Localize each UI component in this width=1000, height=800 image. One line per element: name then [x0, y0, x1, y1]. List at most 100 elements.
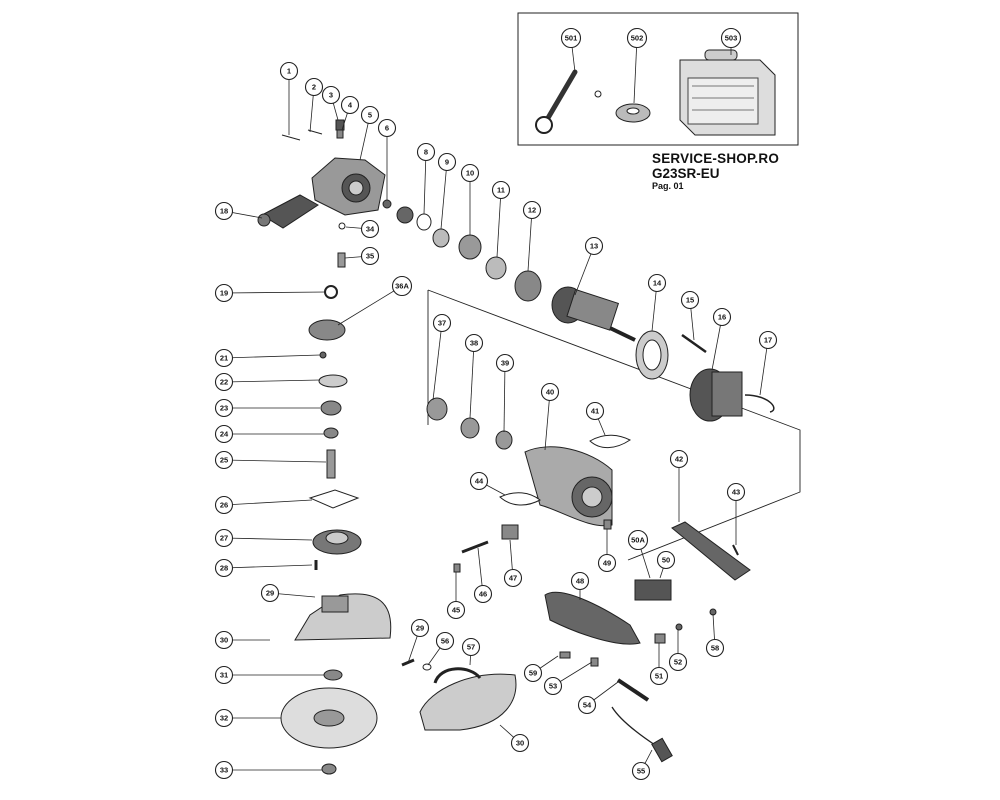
- callout-circle: [647, 273, 667, 293]
- callout-label: 503: [725, 34, 738, 43]
- gear-cover: [312, 529, 362, 555]
- callout-circle: [597, 553, 617, 573]
- callout-c39: 39: [495, 353, 515, 373]
- callout-circle: [214, 201, 234, 221]
- callout-circle: [410, 618, 430, 638]
- callout-c31: 31: [214, 665, 234, 685]
- callout-c47: 47: [503, 568, 523, 588]
- armature: [551, 286, 636, 342]
- callout-circle: [631, 761, 651, 781]
- callout-label: 11: [497, 186, 505, 195]
- callout-c50A: 50A: [627, 529, 649, 551]
- callout-c3: 3: [321, 85, 341, 105]
- callout-circle: [377, 118, 397, 138]
- model-code: G23SR-EU: [652, 165, 720, 181]
- callout-label: 45: [452, 606, 460, 615]
- callout-c22: 22: [214, 372, 234, 392]
- callout-c51: 51: [649, 666, 669, 686]
- callout-c32: 32: [214, 708, 234, 728]
- callout-circle: [464, 333, 484, 353]
- callout-label: 46: [479, 590, 487, 599]
- callout-label: 25: [220, 456, 228, 465]
- callout-c42: 42: [669, 449, 689, 469]
- callout-circle: [543, 676, 563, 696]
- diagram-header: SERVICE-SHOP.RO G23SR-EU Pag. 01: [652, 152, 779, 191]
- callout-label: 34: [366, 225, 375, 234]
- callout-label: 57: [467, 643, 475, 652]
- callout-c35: 35: [360, 246, 380, 266]
- callout-c53: 53: [543, 676, 563, 696]
- callout-c24: 24: [214, 424, 234, 444]
- callout-circle: [460, 163, 480, 183]
- leader-line-c502: [633, 37, 638, 104]
- callout-label: 15: [686, 296, 694, 305]
- wheel-guard-alt: [419, 667, 517, 731]
- callout-c34: 34: [360, 219, 380, 239]
- callout-c5: 5: [360, 105, 380, 125]
- callout-circle: [523, 663, 543, 683]
- callout-c11: 11: [491, 180, 511, 200]
- callout-c503: 503: [720, 27, 742, 49]
- callout-circle: [522, 200, 542, 220]
- callout-circle: [360, 219, 380, 239]
- callout-c26: 26: [214, 495, 234, 515]
- callout-circle: [503, 568, 523, 588]
- callout-c19: 19: [214, 283, 234, 303]
- leader-line-c39: [503, 362, 506, 433]
- callout-circle: [321, 85, 341, 105]
- leader-line-c37: [432, 322, 443, 401]
- callout-label: 28: [220, 564, 228, 573]
- callout-label: 24: [220, 430, 229, 439]
- callout-label: 6: [385, 124, 389, 133]
- callout-label: 9: [445, 158, 449, 167]
- callout-circle: [712, 307, 732, 327]
- callout-label: 43: [732, 488, 740, 497]
- callout-circle: [510, 733, 530, 753]
- spanner-wrench: [535, 69, 602, 134]
- callout-label: 42: [675, 455, 683, 464]
- callout-c6: 6: [377, 118, 397, 138]
- callout-circle: [577, 695, 597, 715]
- callout-circle: [668, 652, 688, 672]
- accessories-box: [517, 12, 799, 146]
- callout-c30b: 30: [510, 733, 530, 753]
- callout-circle: [627, 529, 649, 551]
- callout-c41: 41: [585, 401, 605, 421]
- leader-line-c11: [496, 189, 502, 258]
- callout-c15: 15: [680, 290, 700, 310]
- callout-c16: 16: [712, 307, 732, 327]
- callout-label: 52: [674, 658, 682, 667]
- callout-c27: 27: [214, 528, 234, 548]
- callout-circle: [540, 382, 560, 402]
- callout-label: 19: [220, 289, 228, 298]
- callout-label: 40: [546, 388, 554, 397]
- callout-circle: [491, 180, 511, 200]
- callout-label: 35: [366, 252, 374, 261]
- callout-c8: 8: [416, 142, 436, 162]
- callout-c46: 46: [473, 584, 493, 604]
- callout-label: 48: [576, 577, 584, 586]
- callout-circle: [570, 571, 590, 591]
- callout-circle: [758, 330, 778, 350]
- callout-c12: 12: [522, 200, 542, 220]
- callout-circle: [214, 283, 234, 303]
- callout-circle: [656, 550, 676, 570]
- callout-c50: 50: [656, 550, 676, 570]
- callout-label: 502: [631, 34, 644, 43]
- leader-line-c8: [423, 151, 427, 215]
- callout-circle: [720, 27, 742, 49]
- callout-c28: 28: [214, 558, 234, 578]
- callout-circle: [416, 142, 436, 162]
- callout-c29b: 29: [410, 618, 430, 638]
- callout-label: 29: [416, 624, 424, 633]
- callout-c43: 43: [726, 482, 746, 502]
- leader-line-c28: [223, 564, 313, 569]
- callout-label: 16: [718, 313, 726, 322]
- callout-circle: [391, 275, 413, 297]
- callout-c30a: 30: [214, 630, 234, 650]
- callout-label: 50: [662, 556, 670, 565]
- callout-circle: [304, 77, 324, 97]
- callout-circle: [495, 353, 515, 373]
- callout-circle: [584, 236, 604, 256]
